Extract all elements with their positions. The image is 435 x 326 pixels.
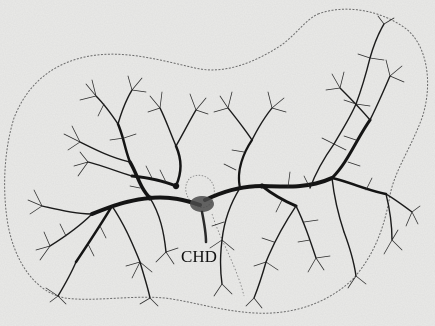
hilum-confluence: [190, 196, 214, 212]
chd-label: CHD: [181, 247, 217, 266]
branch-node-3: [259, 183, 264, 188]
branch-node-1: [173, 183, 179, 189]
